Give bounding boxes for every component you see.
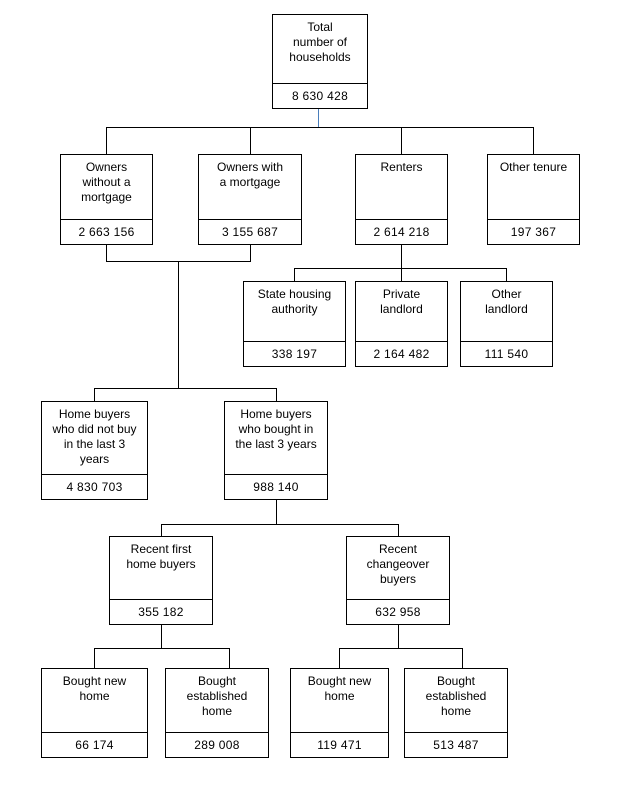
node-first-bought-established-home-label: Bought established home: [186, 674, 248, 718]
node-private-landlord[interactable]: Private landlord 2 164 482: [355, 281, 448, 367]
node-recent-first-home-buyers-value: 355 182: [110, 599, 212, 624]
connector-recent-bar: [161, 524, 398, 525]
node-recent-changeover-buyers-label: Recent changeover buyers: [366, 542, 430, 586]
node-changeover-bought-new-home-label: Bought new home: [307, 674, 372, 703]
node-owners-with-mortgage[interactable]: Owners with a mortgage 3 155 687: [198, 154, 302, 245]
connector-drop-first-new-home: [94, 648, 95, 668]
connector-owners-without-down: [106, 245, 107, 261]
connector-drop-private-landlord: [401, 268, 402, 281]
connector-drop-recent-changeover: [398, 524, 399, 536]
node-total-households-value: 8 630 428: [273, 83, 367, 108]
node-home-buyers-bought[interactable]: Home buyers who bought in the last 3 yea…: [224, 401, 328, 500]
node-recent-changeover-buyers[interactable]: Recent changeover buyers 632 958: [346, 536, 450, 625]
node-private-landlord-label: Private landlord: [380, 287, 423, 316]
connector-owners-merge-stem: [178, 261, 179, 388]
node-owners-without-mortgage-label: Owners without a mortgage: [81, 160, 132, 204]
connector-recent-changeover-down: [398, 625, 399, 648]
connector-drop-bought: [276, 388, 277, 401]
connector-recent-first-down: [161, 625, 162, 648]
connector-drop-other-landlord: [506, 268, 507, 281]
connector-total-stub: [318, 109, 319, 127]
node-state-housing-authority-label: State housing authority: [257, 287, 332, 316]
node-state-housing-authority[interactable]: State housing authority 338 197: [243, 281, 346, 367]
node-renters-value: 2 614 218: [356, 219, 447, 244]
node-other-tenure[interactable]: Other tenure 197 367: [487, 154, 580, 245]
node-recent-changeover-buyers-value: 632 958: [347, 599, 449, 624]
connector-level1-bar: [106, 127, 533, 128]
node-first-bought-new-home-label: Bought new home: [62, 674, 127, 703]
connector-level1-drop-renters: [401, 127, 402, 154]
node-changeover-bought-new-home-value: 119 471: [291, 732, 388, 757]
connector-recent-first-bar: [94, 648, 229, 649]
node-other-landlord-value: 111 540: [461, 341, 552, 366]
node-private-landlord-value: 2 164 482: [356, 341, 447, 366]
node-renters[interactable]: Renters 2 614 218: [355, 154, 448, 245]
node-renters-label: Renters: [380, 160, 423, 174]
node-changeover-bought-established-home-value: 513 487: [405, 732, 507, 757]
node-total-households-label: Total number of households: [289, 20, 351, 64]
node-home-buyers-did-not-buy-label: Home buyers who did not buy in the last …: [52, 407, 137, 466]
connector-bought-down: [276, 500, 277, 524]
node-owners-without-mortgage[interactable]: Owners without a mortgage 2 663 156: [60, 154, 153, 245]
node-other-landlord[interactable]: Other landlord 111 540: [460, 281, 553, 367]
node-owners-without-mortgage-value: 2 663 156: [61, 219, 152, 244]
node-state-housing-authority-value: 338 197: [244, 341, 345, 366]
connector-recent-changeover-bar: [339, 648, 462, 649]
node-other-tenure-label: Other tenure: [499, 160, 568, 174]
node-home-buyers-did-not-buy-value: 4 830 703: [42, 474, 147, 499]
node-first-bought-new-home[interactable]: Bought new home 66 174: [41, 668, 148, 758]
node-recent-first-home-buyers[interactable]: Recent first home buyers 355 182: [109, 536, 213, 625]
connector-level1-drop-owners-without: [106, 127, 107, 154]
node-first-bought-new-home-value: 66 174: [42, 732, 147, 757]
connector-drop-recent-first: [161, 524, 162, 536]
connector-home-buyers-bar: [94, 388, 276, 389]
node-total-households[interactable]: Total number of households 8 630 428: [272, 14, 368, 109]
node-recent-first-home-buyers-label: Recent first home buyers: [126, 542, 196, 571]
node-home-buyers-bought-label: Home buyers who bought in the last 3 yea…: [235, 407, 317, 451]
node-owners-with-mortgage-value: 3 155 687: [199, 219, 301, 244]
connector-drop-changeover-new-home: [339, 648, 340, 668]
node-other-landlord-label: Other landlord: [485, 287, 528, 316]
node-home-buyers-bought-value: 988 140: [225, 474, 327, 499]
node-first-bought-established-home[interactable]: Bought established home 289 008: [165, 668, 269, 758]
connector-owners-with-down: [250, 245, 251, 261]
node-changeover-bought-established-home[interactable]: Bought established home 513 487: [404, 668, 508, 758]
connector-drop-did-not-buy: [94, 388, 95, 401]
connector-level1-drop-owners-with: [250, 127, 251, 154]
connector-drop-first-established-home: [229, 648, 230, 668]
node-first-bought-established-home-value: 289 008: [166, 732, 268, 757]
node-home-buyers-did-not-buy[interactable]: Home buyers who did not buy in the last …: [41, 401, 148, 500]
connector-renters-bar: [294, 268, 506, 269]
connector-renters-down: [401, 245, 402, 268]
node-other-tenure-value: 197 367: [488, 219, 579, 244]
connector-level1-drop-other-tenure: [533, 127, 534, 154]
node-owners-with-mortgage-label: Owners with a mortgage: [216, 160, 284, 189]
connector-drop-changeover-established-home: [462, 648, 463, 668]
node-changeover-bought-new-home[interactable]: Bought new home 119 471: [290, 668, 389, 758]
node-changeover-bought-established-home-label: Bought established home: [425, 674, 487, 718]
connector-drop-state-housing: [294, 268, 295, 281]
